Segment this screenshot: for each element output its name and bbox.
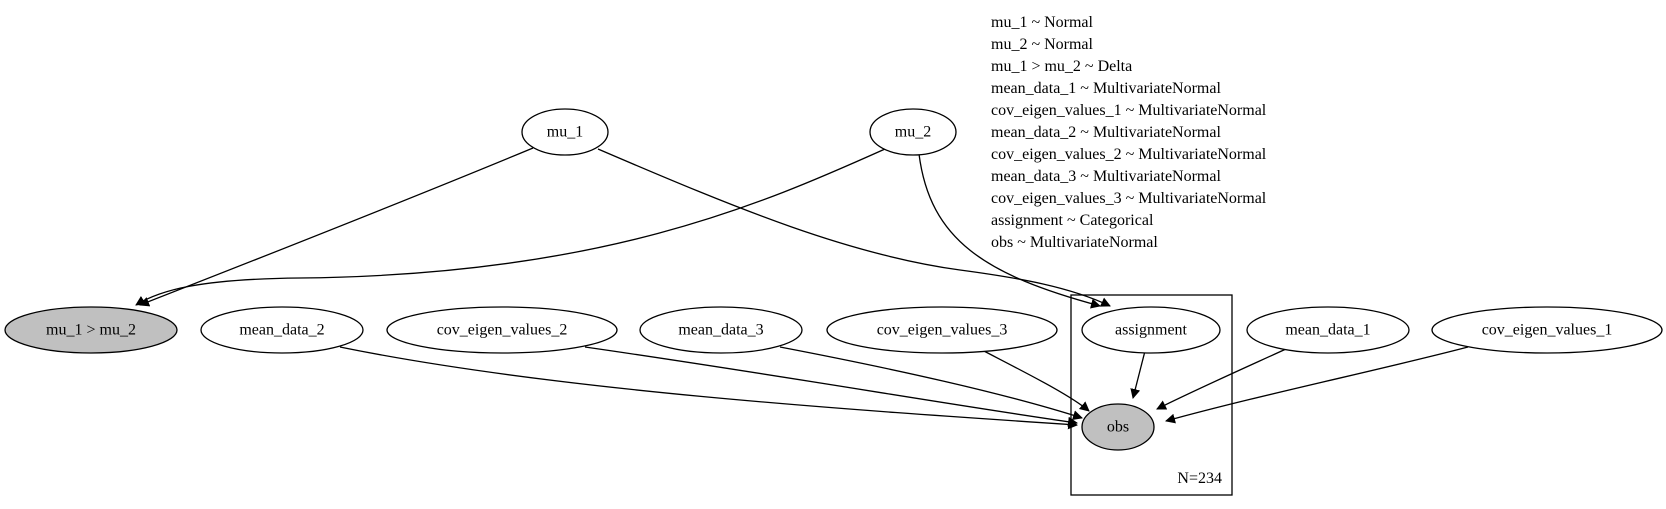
node-shape — [1081, 306, 1221, 354]
edge-coveigen3-to-obs — [981, 349, 1090, 412]
node-label: mu_1 — [547, 124, 583, 141]
node-mu-1-gt-mu-2: mu_1 > mu_2 — [4, 306, 178, 354]
plate-n: N=234 — [1070, 294, 1233, 496]
edges — [135, 147, 1469, 430]
node-label: mean_data_1 — [1285, 322, 1370, 339]
node-label: mean_data_2 — [239, 322, 324, 339]
node-assignment: assignment — [1081, 306, 1221, 354]
edge-coveigen2-to-obs — [584, 346, 1078, 427]
node-shape — [639, 306, 803, 354]
node-label: mu_1 > mu_2 — [46, 322, 136, 339]
legend-line: cov_eigen_values_2 ~ MultivariateNormal — [991, 146, 1267, 163]
node-mu-1: mu_1 — [521, 108, 609, 156]
node-shape — [4, 306, 178, 354]
edge-mu1-to-mugt — [139, 147, 534, 307]
legend-line: cov_eigen_values_1 ~ MultivariateNormal — [991, 102, 1267, 119]
node-mean-data-3: mean_data_3 — [639, 306, 803, 354]
edge-mu2-to-assignment — [918, 153, 1101, 309]
node-label: cov_eigen_values_1 — [1482, 322, 1613, 339]
edge-coveigen1-to-obs — [1165, 346, 1469, 424]
node-label: cov_eigen_values_3 — [877, 322, 1008, 339]
node-shape — [1246, 306, 1410, 354]
plate-label: N=234 — [1177, 470, 1222, 487]
node-label: cov_eigen_values_2 — [437, 322, 568, 339]
node-label: mean_data_3 — [678, 322, 763, 339]
edge-meandata2-to-obs — [339, 346, 1078, 430]
edge-meandata3-to-obs — [779, 346, 1083, 421]
node-mean-data-1: mean_data_1 — [1246, 306, 1410, 354]
node-shape — [826, 306, 1058, 354]
legend-line: obs ~ MultivariateNormal — [991, 234, 1158, 251]
edge-mu2-to-mugt — [135, 148, 886, 306]
legend-line: mu_1 ~ Normal — [991, 14, 1094, 31]
legend-line: mean_data_3 ~ MultivariateNormal — [991, 168, 1221, 185]
node-cov-eigen-values-1: cov_eigen_values_1 — [1431, 306, 1663, 354]
legend-line: cov_eigen_values_3 ~ MultivariateNormal — [991, 190, 1267, 207]
node-shape — [386, 306, 618, 354]
legend-line: mean_data_2 ~ MultivariateNormal — [991, 124, 1221, 141]
legend-line: mu_2 ~ Normal — [991, 36, 1094, 53]
distribution-legend: mu_1 ~ Normal mu_2 ~ Normal mu_1 > mu_2 … — [991, 14, 1267, 251]
legend-line: mu_1 > mu_2 ~ Delta — [991, 58, 1132, 75]
node-mean-data-2: mean_data_2 — [200, 306, 364, 354]
node-mu-2: mu_2 — [869, 108, 957, 156]
node-cov-eigen-values-3: cov_eigen_values_3 — [826, 306, 1058, 354]
node-shape — [1081, 403, 1155, 451]
legend-line: mean_data_1 ~ MultivariateNormal — [991, 80, 1221, 97]
node-label: obs — [1107, 419, 1129, 436]
node-shape — [521, 108, 609, 156]
plate-box — [1070, 294, 1233, 496]
edge-meandata1-to-obs — [1156, 348, 1287, 410]
node-obs: obs — [1081, 403, 1155, 451]
node-label: mu_2 — [895, 124, 931, 141]
node-shape — [200, 306, 364, 354]
edge-assignment-to-obs — [1130, 350, 1146, 399]
legend-line: assignment ~ Categorical — [991, 212, 1154, 229]
node-shape — [1431, 306, 1663, 354]
node-label: assignment — [1115, 322, 1188, 339]
edge-mu1-to-assignment — [597, 148, 1111, 307]
node-cov-eigen-values-2: cov_eigen_values_2 — [386, 306, 618, 354]
node-shape — [869, 108, 957, 156]
